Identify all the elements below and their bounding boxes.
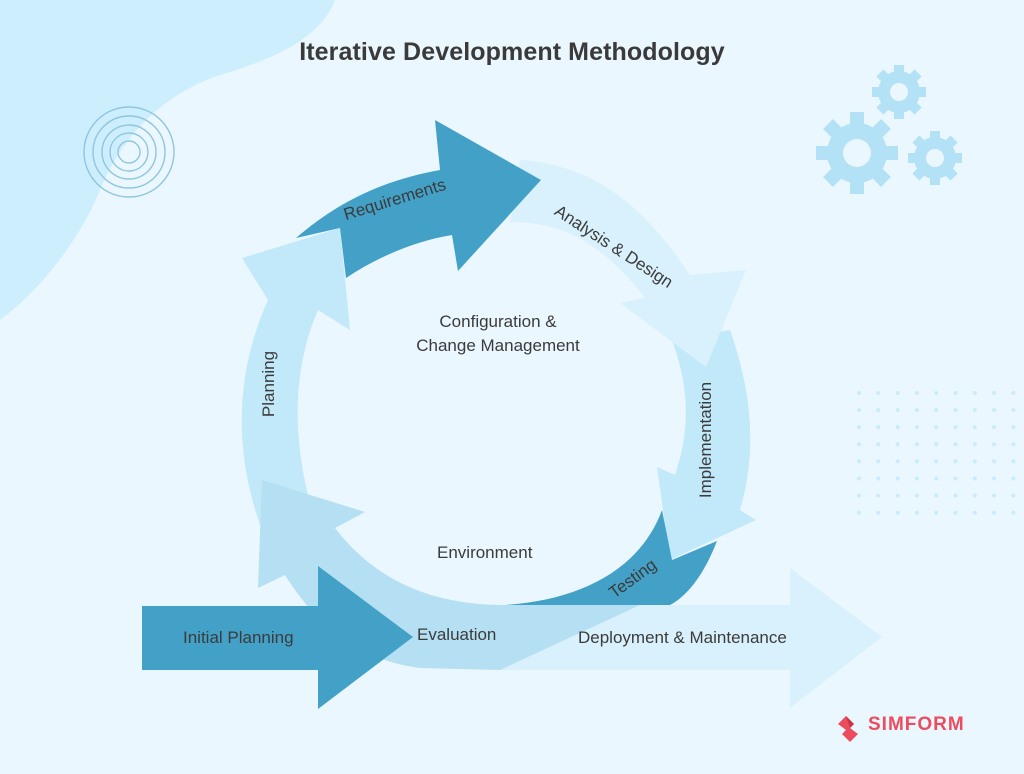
gears-icon xyxy=(816,65,962,194)
stage-label-implementation: Implementation xyxy=(696,381,716,499)
planning-arrow-shape xyxy=(241,228,350,530)
simform-logo: SIMFORM xyxy=(838,714,965,736)
center-label-line2: Change Management xyxy=(416,336,580,355)
dot-grid xyxy=(857,391,1016,515)
stage-label-planning: Planning xyxy=(259,350,279,418)
deployment-arrow-shape xyxy=(500,568,882,708)
testing-arrow-shape xyxy=(505,510,717,605)
simform-logo-icon xyxy=(838,716,858,742)
background-blob xyxy=(0,0,335,320)
initial-planning-arrow-shape xyxy=(142,566,413,709)
center-label-line1: Configuration & xyxy=(439,312,557,331)
flow-label-initial-planning: Initial Planning xyxy=(183,628,294,647)
analysis-design-arrow-shape xyxy=(510,160,746,367)
flow-label-deployment: Deployment & Maintenance xyxy=(578,628,787,647)
center-label-configuration: Configuration & Change Management xyxy=(388,310,608,358)
stage-label-evaluation: Evaluation xyxy=(417,625,497,644)
implementation-arrow-shape xyxy=(657,330,756,560)
requirements-arrow-shape xyxy=(296,120,541,278)
concentric-circles-icon xyxy=(83,106,175,198)
logo-text: SIMFORM xyxy=(868,714,965,735)
page-title: Iterative Development Methodology xyxy=(299,38,725,66)
center-label-environment: Environment xyxy=(437,543,533,562)
